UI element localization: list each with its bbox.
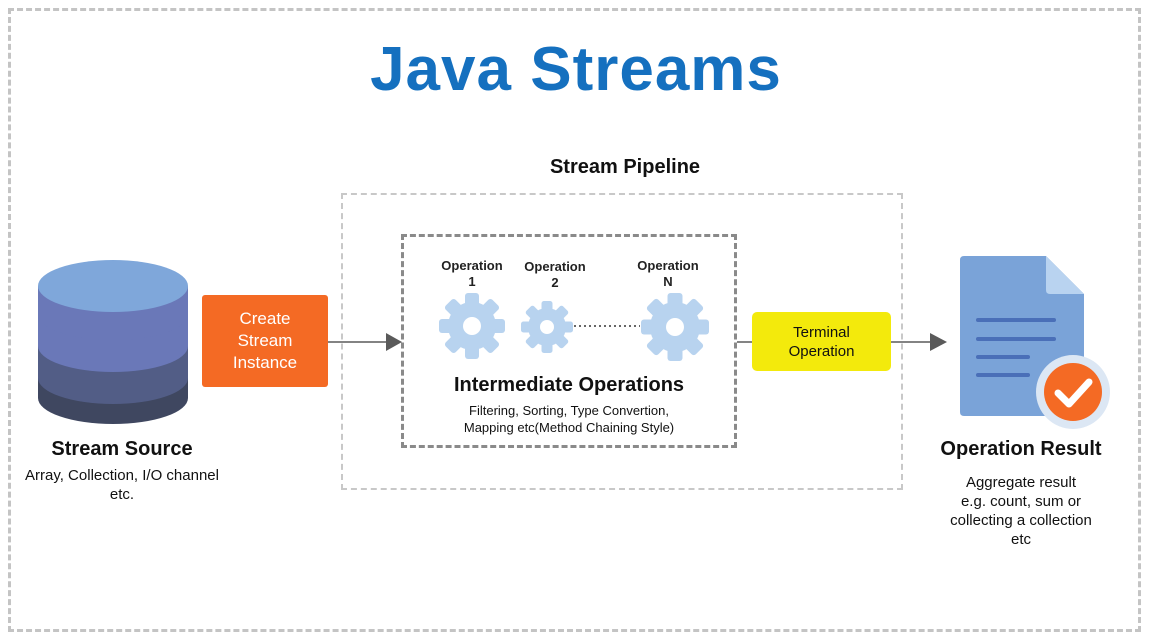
stream-source-title: Stream Source [51, 438, 193, 460]
checkmark-badge [1044, 363, 1102, 421]
intermediate-frame [401, 234, 737, 448]
gear-icon [521, 301, 573, 353]
document-icon [960, 256, 1110, 429]
arrowhead-pipeline [386, 333, 402, 351]
intermediate-operations-title: Intermediate Operations [453, 374, 685, 396]
terminal-line-2: Operation [788, 342, 855, 360]
pipeline-label: Stream Pipeline [549, 156, 701, 178]
page-title: Java Streams [370, 35, 782, 104]
checkmark-icon [1054, 378, 1093, 408]
operation-result-description: Aggregate result e.g. count, sum or coll… [950, 474, 1092, 548]
operation-n-label: Operation N [637, 258, 699, 289]
create-step-line-1: Create [239, 309, 291, 328]
database-icon [38, 260, 188, 424]
intermediate-operations-description: Filtering, Sorting, Type Convertion, Map… [463, 403, 675, 435]
create-step-line-2: Stream [237, 331, 293, 350]
create-stream-instance-box: Create Stream Instance [202, 295, 328, 387]
arrowhead-result [930, 333, 947, 351]
gear-icon [641, 293, 709, 361]
operation-2-label: Operation 2 [524, 259, 586, 290]
gear-icon [439, 293, 505, 359]
operation-result-title: Operation Result [940, 438, 1102, 460]
terminal-operation-box: Terminal Operation [752, 312, 891, 371]
outer-frame [8, 8, 1141, 632]
terminal-line-1: Terminal [793, 323, 850, 341]
operation-1-label: Operation 1 [441, 258, 503, 289]
create-step-line-3: Instance [232, 353, 298, 372]
stream-source-description: Array, Collection, I/O channel etc. [25, 467, 219, 503]
